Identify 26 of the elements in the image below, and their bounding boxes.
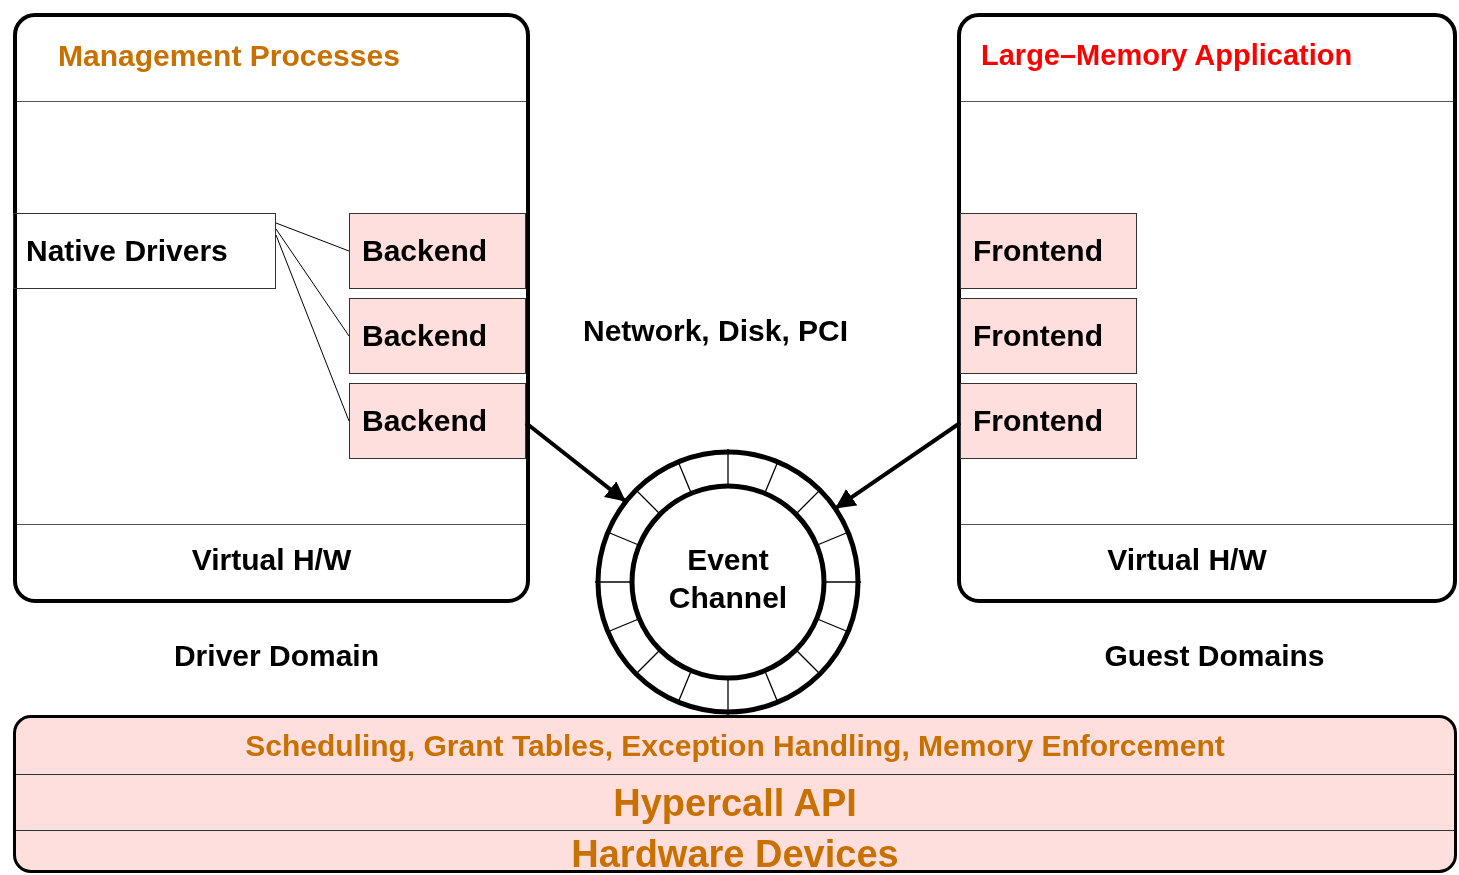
component-box: Frontend [960,213,1137,289]
panel-title: Management Processes [58,39,400,73]
component-box: Frontend [960,298,1137,374]
layer-text: Hardware Devices [571,832,899,870]
driver-box: Native Drivers [13,213,276,289]
component-box: Backend [349,383,526,459]
channel-types-label: Network, Disk, PCI [583,314,849,348]
component-box: Backend [349,298,526,374]
layer-text: Scheduling, Grant Tables, Exception Handling, Memory Enforcement [245,729,1225,763]
domain-caption: Driver Domain [172,639,381,673]
connector-line [275,222,350,252]
panel-footer-text: Virtual H/W [1106,543,1268,577]
domain-panel [13,13,530,603]
panel-title: Large–Memory Application [981,39,1353,72]
domain-panel [957,13,1457,603]
component-box: Frontend [960,383,1137,459]
component-box: Backend [349,213,526,289]
domain-caption: Guest Domains [1103,639,1326,673]
arrow [524,421,626,502]
layer-text: Hypercall API [613,781,857,825]
hypervisor-band [13,715,1457,873]
arrow [835,421,962,510]
connector-line [275,234,350,422]
node-label: Event Channel [667,542,789,616]
panel-footer-text: Virtual H/W [190,543,353,577]
connector-line [275,228,350,337]
